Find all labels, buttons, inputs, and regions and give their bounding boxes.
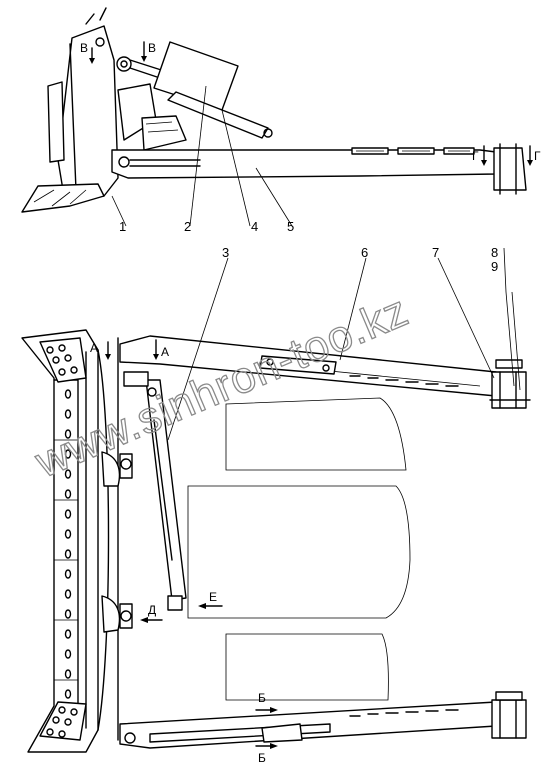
plan-body-outline-2 (187, 485, 411, 619)
side-trunnion (493, 147, 527, 191)
callout-1: 1 (119, 219, 126, 234)
callouts: 1 2 3 4 5 6 7 8 9 (119, 219, 498, 274)
section-mark-v-right: В (148, 41, 156, 55)
section-mark-d: Д (148, 603, 156, 617)
side-push-arm (111, 149, 497, 179)
plan-view (21, 329, 531, 753)
callout-7: 7 (432, 245, 439, 260)
callout-8: 8 (491, 245, 498, 260)
section-mark-e: Е (209, 590, 217, 604)
plan-body-outline-1 (225, 397, 407, 471)
callout-2: 2 (184, 219, 191, 234)
leader-lines (111, 85, 521, 441)
callout-4: 4 (251, 219, 258, 234)
plan-blade (21, 329, 99, 753)
section-mark-a-right: А (161, 345, 169, 359)
plan-blade-holes (64, 389, 72, 699)
section-mark-a-left: А (90, 341, 98, 355)
side-view (21, 7, 527, 213)
plan-section-marks: А А Д Е Б Б (90, 339, 278, 765)
callout-3: 3 (222, 245, 229, 260)
section-mark-v-left: В (80, 41, 88, 55)
side-lift-cylinder (167, 91, 269, 139)
section-mark-b-top: Б (258, 691, 266, 705)
side-blade (57, 25, 119, 197)
callout-5: 5 (287, 219, 294, 234)
callout-6: 6 (361, 245, 368, 260)
plan-trunnion-top (491, 371, 527, 409)
side-section-marks: В В Г Г (80, 41, 541, 166)
section-mark-g-left: Г (472, 149, 479, 163)
side-blade-edge (21, 183, 105, 213)
plan-trunnion-bottom (491, 699, 527, 739)
section-mark-b-bottom: Б (258, 751, 266, 765)
section-mark-g-right: Г (534, 149, 541, 163)
plan-body-outline-3 (225, 633, 389, 701)
callout-9: 9 (491, 259, 498, 274)
